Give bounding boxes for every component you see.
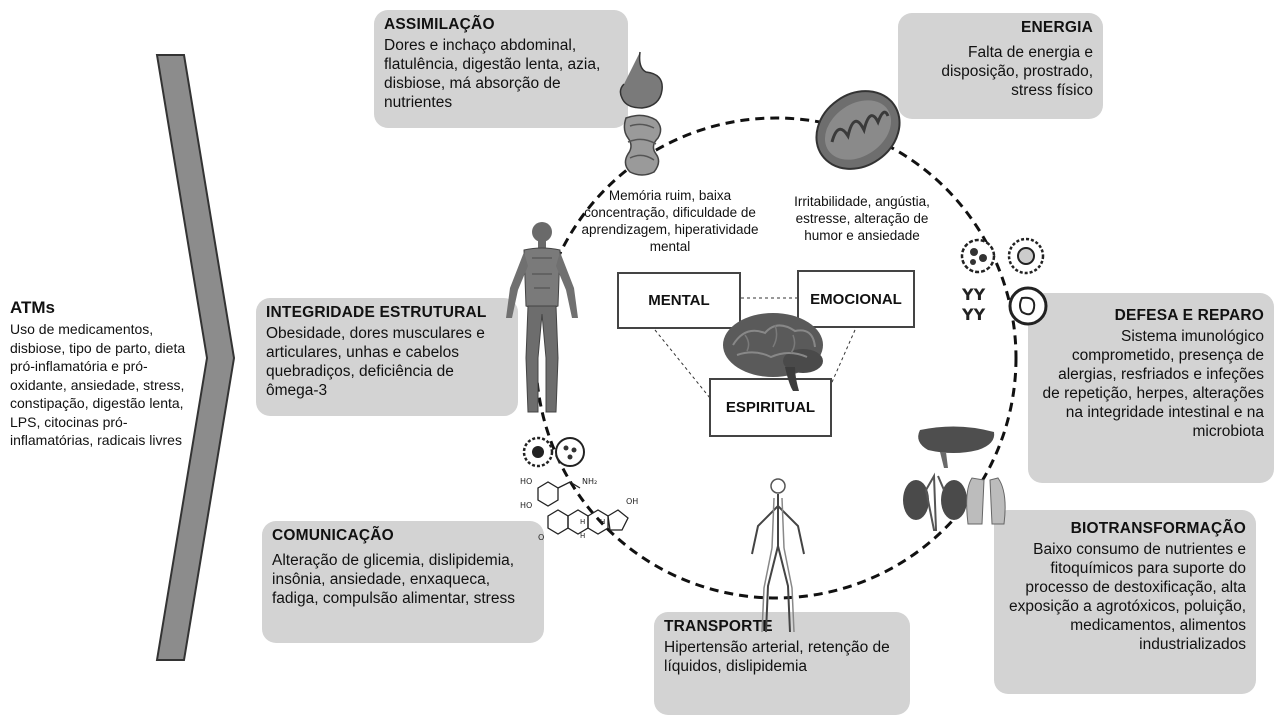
biotransformacao-title: BIOTRANSFORMAÇÃO	[1070, 520, 1246, 537]
biotransformacao-text: Baixo consumo de nutrientes e fitoquímic…	[1009, 541, 1246, 653]
liver-kidney-lung-icon	[903, 426, 1006, 531]
mental-description: Memória ruim, baixa concentração, dificu…	[581, 188, 759, 254]
assimilacao-title: ASSIMILAÇÃO	[384, 16, 495, 33]
atms-title: ATMs	[10, 298, 56, 317]
molecule-o: O	[538, 533, 544, 542]
brain-icon	[723, 313, 823, 391]
atms-panel: ATMs Uso de medicamentos, disbiose, tipo…	[10, 298, 200, 450]
svg-text:YY: YY	[961, 305, 986, 324]
vascular-system-icon	[751, 478, 805, 633]
transporte-text: Hipertensão arterial, retenção de líquid…	[664, 639, 890, 675]
molecule-ho-2: HO	[520, 501, 532, 510]
stomach-intestine-icon	[619, 51, 663, 176]
box-biotransformacao: BIOTRANSFORMAÇÃO Baixo consumo de nutrie…	[994, 510, 1256, 694]
box-integridade-estrutural: INTEGRIDADE ESTRUTURAL Obesidade, dores …	[256, 298, 518, 416]
box-energia: ENERGIA Falta de energia e disposição, p…	[898, 13, 1103, 119]
hormone-molecule-icon: HO HO NH₂ OH O H H H	[520, 436, 638, 542]
defesa-text: Sistema imunológico comprometido, presen…	[1042, 328, 1264, 440]
molecule-nh2: NH₂	[582, 477, 597, 486]
emocional-box: EMOCIONAL	[797, 270, 915, 328]
molecule-h-3: H	[580, 532, 585, 540]
immune-cells-icon: YY YY	[960, 237, 1048, 326]
svg-text:YY: YY	[961, 285, 986, 304]
assimilacao-text: Dores e inchaço abdominal, flatulência, …	[384, 37, 601, 111]
integridade-title: INTEGRIDADE ESTRUTURAL	[266, 304, 487, 321]
box-defesa-reparo: DEFESA E REPARO Sistema imunológico comp…	[1028, 293, 1274, 483]
atms-text: Uso de medicamentos, disbiose, tipo de p…	[10, 321, 186, 448]
link-mental-espiritual	[654, 329, 711, 399]
integridade-text: Obesidade, dores musculares e articulare…	[266, 325, 485, 399]
molecule-ho-1: HO	[520, 477, 532, 486]
box-comunicacao: COMUNICAÇÃO Alteração de glicemia, disli…	[262, 521, 544, 643]
comunicacao-title: COMUNICAÇÃO	[272, 527, 394, 544]
mental-box: MENTAL	[617, 272, 741, 329]
molecule-oh: OH	[626, 497, 638, 506]
human-muscle-icon	[506, 222, 578, 413]
comunicacao-text: Alteração de glicemia, dislipidemia, ins…	[272, 552, 515, 607]
atms-arrow	[155, 54, 236, 661]
transporte-title: TRANSPORTE	[664, 618, 773, 635]
defesa-title: DEFESA E REPARO	[1114, 307, 1264, 324]
molecule-h-2: H	[600, 518, 605, 526]
box-transporte: TRANSPORTE Hipertensão arterial, retençã…	[654, 612, 910, 715]
energia-text: Falta de energia e disposição, prostrado…	[941, 44, 1093, 99]
box-assimilacao: ASSIMILAÇÃO Dores e inchaço abdominal, f…	[374, 10, 628, 128]
mitochondria-icon	[815, 90, 901, 170]
espiritual-box: ESPIRITUAL	[709, 378, 832, 437]
molecule-h-1: H	[580, 518, 585, 526]
emocional-description: Irritabilidade, angústia, estresse, alte…	[794, 194, 930, 243]
energia-title: ENERGIA	[1020, 19, 1093, 36]
